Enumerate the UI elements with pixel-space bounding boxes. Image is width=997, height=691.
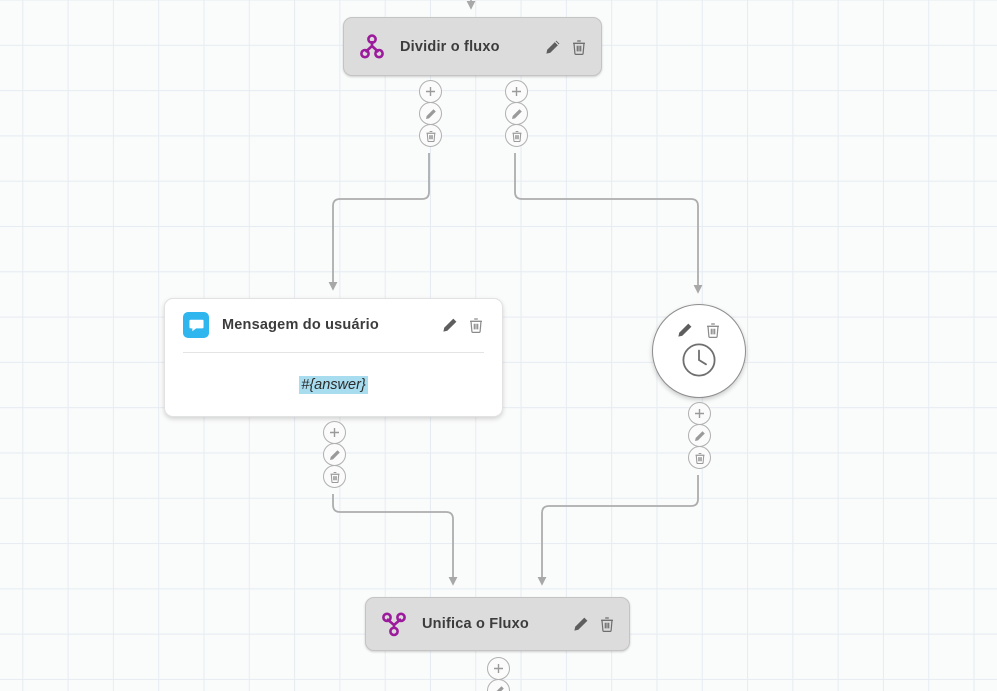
node-body: #{answer} (165, 353, 502, 416)
edge-split-to-timer (514, 153, 703, 294)
edge-timer-to-merge (537, 475, 699, 586)
node-timer[interactable] (652, 304, 746, 398)
node-actions (545, 39, 587, 55)
card-divider (183, 352, 484, 353)
chat-bubble-icon (183, 312, 209, 338)
add-icon[interactable] (688, 402, 711, 425)
edit-icon[interactable] (688, 424, 711, 447)
delete-icon[interactable] (571, 39, 587, 55)
add-icon[interactable] (323, 421, 346, 444)
merge-flow-icon (380, 610, 408, 638)
node-actions (442, 317, 484, 333)
delete-icon[interactable] (599, 616, 615, 632)
edit-icon[interactable] (545, 39, 561, 55)
delete-icon[interactable] (505, 124, 528, 147)
delete-icon[interactable] (688, 446, 711, 469)
port-menu-split-left[interactable] (419, 80, 442, 147)
port-menu-split-right[interactable] (505, 80, 528, 147)
edit-icon[interactable] (505, 102, 528, 125)
port-menu-timer[interactable] (688, 402, 711, 469)
node-unifica-o-fluxo[interactable]: Unifica o Fluxo (365, 597, 630, 651)
delete-icon[interactable] (705, 322, 721, 338)
edge-message-to-merge (332, 494, 458, 586)
edit-icon[interactable] (323, 443, 346, 466)
edit-icon[interactable] (442, 317, 458, 333)
node-header: Unifica o Fluxo (366, 598, 629, 650)
split-flow-icon (358, 33, 386, 61)
node-mensagem-do-usuario[interactable]: Mensagem do usuário #{answer} (164, 298, 503, 417)
node-title: Mensagem do usuário (222, 317, 379, 333)
port-menu-merge[interactable] (487, 657, 510, 691)
clock-icon (680, 341, 718, 384)
delete-icon[interactable] (468, 317, 484, 333)
variable-token: #{answer} (299, 375, 368, 394)
node-header: Dividir o fluxo (344, 18, 601, 75)
node-title: Unifica o Fluxo (422, 616, 529, 632)
node-title: Dividir o fluxo (400, 38, 500, 55)
edit-icon[interactable] (677, 322, 693, 338)
add-icon[interactable] (487, 657, 510, 680)
node-actions (677, 322, 721, 338)
edit-icon[interactable] (573, 616, 589, 632)
edge-split-to-message (328, 153, 430, 291)
port-menu-message[interactable] (323, 421, 346, 488)
edit-icon[interactable] (487, 679, 510, 691)
node-actions (573, 616, 615, 632)
add-icon[interactable] (505, 80, 528, 103)
node-dividir-o-fluxo[interactable]: Dividir o fluxo (343, 17, 602, 76)
add-icon[interactable] (419, 80, 442, 103)
delete-icon[interactable] (323, 465, 346, 488)
edit-icon[interactable] (419, 102, 442, 125)
node-header: Mensagem do usuário (165, 299, 502, 351)
delete-icon[interactable] (419, 124, 442, 147)
